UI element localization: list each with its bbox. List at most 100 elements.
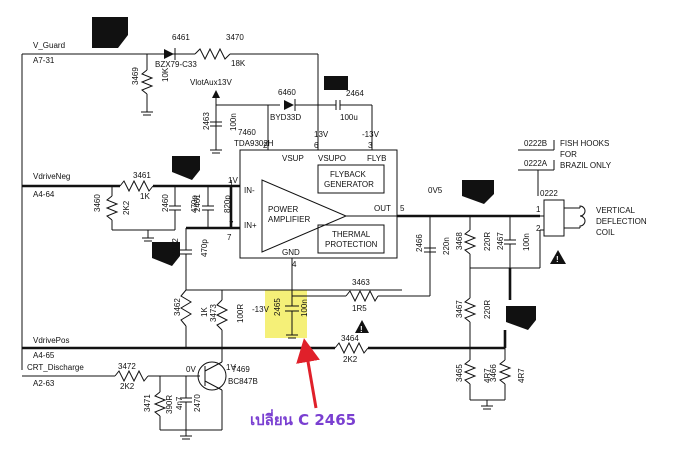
amp-line1: POWER <box>268 205 298 214</box>
net-vlotaux13v: VlotAux13V <box>190 78 232 87</box>
c2462-ref: 2462 <box>171 238 180 256</box>
flag-output <box>462 180 494 204</box>
r3465-ref: 3465 <box>455 364 464 382</box>
r3467-ref: 3467 <box>455 300 464 318</box>
output-section: 0V5 2466 220n 3468 220R 2467 100n 3467 2… <box>397 180 541 410</box>
ic-pin7b: 7 <box>227 233 232 242</box>
net-a4-65: A4-65 <box>33 351 55 360</box>
r3472-val: 2K2 <box>120 382 135 391</box>
q-collector-voltage: 1V <box>226 363 236 372</box>
c2460-val: 470p <box>190 195 199 213</box>
r3462-symbol <box>180 289 192 327</box>
d6461-ref: 6461 <box>172 33 190 42</box>
r3461-val: 1K <box>140 192 150 201</box>
ic-pin3: 3 <box>368 141 373 150</box>
coil-line3: COIL <box>596 228 615 237</box>
r3473-symbol <box>215 299 229 331</box>
r3469-symbol <box>140 69 154 95</box>
flag-v-guard <box>92 17 128 48</box>
d6460-ref: 6460 <box>278 88 296 97</box>
ic-part: TDA9302H <box>234 139 274 148</box>
c2466-ref: 2466 <box>415 234 424 252</box>
c2461-ref: 2461 <box>193 194 202 212</box>
r3461-symbol <box>119 179 154 193</box>
fish-hooks-line1: FISH HOOKS <box>560 139 609 148</box>
c2467-val: 100n <box>522 233 531 251</box>
r3466-val: 4R7 <box>517 368 526 383</box>
vdrive-pos-section: VdrivePos A4-65 3464 2K2 <box>22 334 470 364</box>
net-1v-input: 1V <box>228 176 238 185</box>
r3468-ref: 3468 <box>455 232 464 250</box>
c2464-ref: 2464 <box>346 89 364 98</box>
ic-pin2: 2 <box>263 141 268 150</box>
net-crt-discharge: CRT_Discharge <box>27 363 84 372</box>
transistor-7469-symbol <box>197 361 227 391</box>
svg-text:!: ! <box>360 325 363 334</box>
r3463-val: 1R5 <box>352 304 367 313</box>
net-vdrive-neg: VdriveNeg <box>33 172 70 181</box>
conn-0222: 0222 <box>540 189 558 198</box>
c2463-ref: 2463 <box>202 112 211 130</box>
r3470-symbol <box>194 47 231 61</box>
ic-tda9302h: 7460 TDA9302H 2 6 3 VSUP VSUPO FLYB FLYB… <box>229 128 405 269</box>
c2470-ref: 2470 <box>193 394 202 412</box>
r3468-symbol <box>463 229 477 255</box>
annotation-text: เปลี่ยน C 2465 <box>250 409 356 429</box>
ic-ref: 7460 <box>238 128 256 137</box>
net-a2-63: A2-63 <box>33 379 55 388</box>
d6460-val: BYD33D <box>270 113 301 122</box>
fish-hooks-line3: BRAZIL ONLY <box>560 161 612 170</box>
r3462-ref: 3462 <box>173 298 182 316</box>
conn-0222a: 0222A <box>524 159 548 168</box>
r3473-val: 100R <box>236 304 245 323</box>
flyback-line2: GENERATOR <box>324 180 374 189</box>
r3464-val: 2K2 <box>343 355 358 364</box>
r3471-val: 390R <box>165 395 174 414</box>
r3467-symbol <box>463 297 477 323</box>
r3471-ref: 3471 <box>143 394 152 412</box>
conn-pin2: 2 <box>536 224 541 233</box>
r3469-ref: 3469 <box>131 67 140 85</box>
ic-gnd: GND <box>282 248 300 257</box>
ic-pin6: 6 <box>314 141 319 150</box>
r3467-val: 220R <box>483 300 492 319</box>
thermal-line2: PROTECTION <box>325 240 378 249</box>
net-a4-64: A4-64 <box>33 190 55 199</box>
r3462-val: 1K <box>200 307 209 317</box>
net-vdrive-pos: VdrivePos <box>33 336 69 345</box>
r3469-val: 10K <box>161 67 170 82</box>
ic-pin1: 1 <box>229 179 234 188</box>
ic-in-minus: IN- <box>244 186 255 195</box>
flag-vdrive-pos <box>152 242 180 266</box>
c2462-val: 470p <box>200 239 209 257</box>
connector-section: 0222B 0222A FISH HOOKS FOR BRAZIL ONLY 0… <box>518 139 647 264</box>
feedback-section: 2462 470p 3462 1K 3473 100R 1V <box>152 226 402 372</box>
r3470-ref: 3470 <box>226 33 244 42</box>
r3465-val: 4R7 <box>483 368 492 383</box>
q7469-ref: 7469 <box>232 365 250 374</box>
c2460-ref: 2460 <box>161 194 170 212</box>
ic-flyb: FLYB <box>367 154 386 163</box>
r3472-symbol <box>114 369 149 383</box>
conn-pin1: 1 <box>536 205 541 214</box>
warning-triangle-right <box>550 250 566 264</box>
crt-discharge-section: CRT_Discharge A2-63 3472 2K2 0V 7469 BC8… <box>22 360 258 440</box>
supply-section: VlotAux13V 2463 100n 6460 BYD33D 2464 10… <box>190 76 380 154</box>
conn-0222b: 0222B <box>524 139 547 148</box>
diode-6460-symbol <box>284 100 294 110</box>
net-v-guard: V_Guard <box>33 41 65 50</box>
ic-pin4: 4 <box>292 260 297 269</box>
r3460-val: 2K2 <box>122 200 131 215</box>
c2464-val: 100u <box>340 113 358 122</box>
r3473-ref: 3473 <box>209 304 218 322</box>
v-guard-section: V_Guard A7-31 6461 BZX79-C33 3470 18K 34… <box>21 17 319 370</box>
coil-line2: DEFLECTION <box>596 217 647 226</box>
svg-text:!: ! <box>556 255 559 264</box>
c2465-section: 2465 100n -13V 3463 1R5 ! <box>252 216 431 339</box>
r3464-symbol <box>334 341 369 355</box>
deflection-coil-symbol <box>579 205 586 228</box>
r3465-symbol <box>463 359 477 385</box>
c2461-val: 820p <box>223 195 232 213</box>
